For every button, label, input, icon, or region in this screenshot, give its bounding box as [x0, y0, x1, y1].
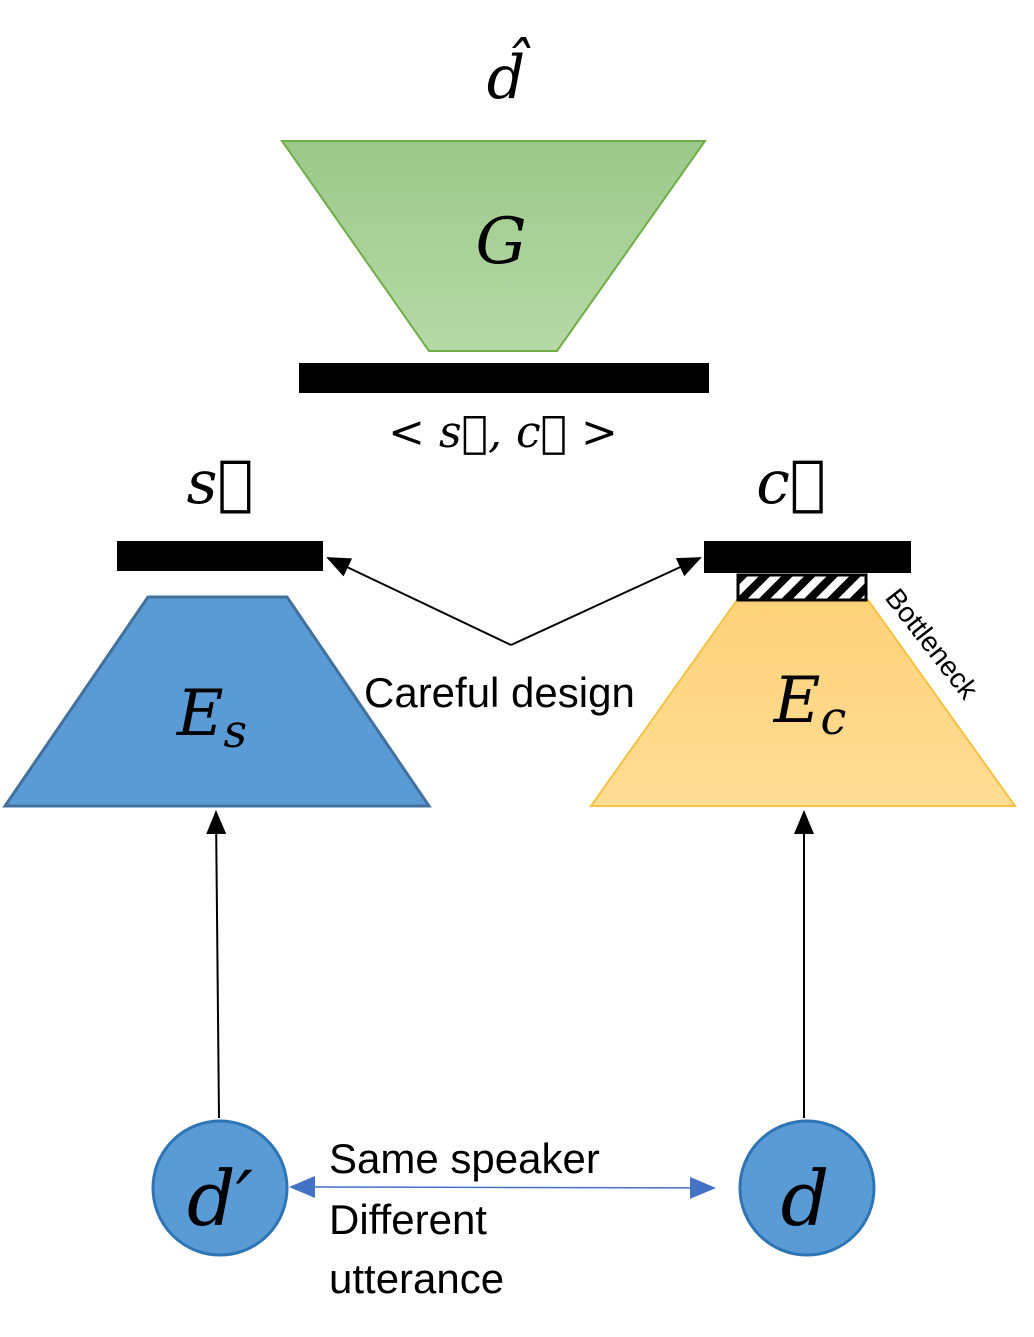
relation-label-line2: Different [329, 1196, 487, 1243]
relation-arrowhead-left [289, 1176, 315, 1198]
bottleneck-block [736, 573, 868, 602]
careful-design-label: Careful design [364, 669, 635, 716]
content-encoder-label-main: E [773, 664, 821, 738]
relation-label-line1: Same speaker [329, 1135, 600, 1182]
generator-output-symbol: d̂ [487, 37, 531, 113]
input-right-node [738, 1119, 876, 1257]
careful-design-arrow-left [326, 557, 512, 646]
speaker-encoder-label-sub: s [224, 704, 248, 758]
concatenated-embedding-label: < s⃗, c⃗ > [388, 407, 618, 458]
careful-design-arrow-right [510, 557, 702, 646]
speaker-encoder-block [2, 595, 432, 808]
speaker-input-arrow [206, 810, 227, 1119]
speaker-encoder-label: Es [176, 677, 247, 758]
content-embedding-symbol: c⃗ [756, 448, 826, 518]
speaker-embedding-symbol: s⃗ [187, 448, 254, 518]
relation-label-line3: utterance [329, 1255, 504, 1302]
content-embedding-bar [704, 541, 911, 573]
relation-arrow [312, 1176, 716, 1199]
content-encoder-label: Ec [773, 664, 846, 745]
generator-block [280, 140, 707, 352]
concatenated-embedding-bar [299, 363, 709, 393]
input-right-symbol: d [781, 1154, 830, 1243]
input-left-symbol: d′ [187, 1154, 253, 1243]
speaker-encoder-label-main: E [176, 677, 224, 751]
content-encoder-label-sub: c [820, 691, 846, 745]
generator-label: G [475, 205, 526, 279]
input-left-node [151, 1119, 289, 1257]
speaker-embedding-bar [117, 541, 323, 571]
